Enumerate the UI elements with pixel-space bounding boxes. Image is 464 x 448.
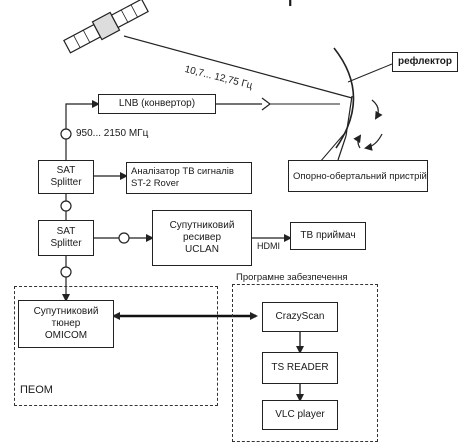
pc-group <box>14 286 218 406</box>
hdmi-label: HDMI <box>257 241 280 251</box>
pc-group-label: ПЕОМ <box>20 384 53 396</box>
tv-block: ТВ приймач <box>290 222 366 250</box>
cable-coil-icon <box>60 266 72 278</box>
mount-pointer <box>319 133 345 163</box>
dish-mount-line <box>337 135 347 161</box>
software-group <box>232 284 378 442</box>
cable-coil-icon <box>118 232 130 244</box>
lnb-splitter-link <box>65 100 100 160</box>
tuner-block: Супутниковий тюнер OMICOM <box>18 300 114 348</box>
analyzer-block: Аналізатор ТВ сигналів ST-2 Rover <box>126 162 252 194</box>
reflector-label: рефлектор <box>392 52 458 72</box>
mount-label: Опорно-обертальний пристрій <box>288 160 428 192</box>
cable-coil-icon <box>60 200 72 212</box>
cable-coil-icon <box>60 128 72 140</box>
receiver-block: Супутниковий ресивер UCLAN <box>152 210 252 266</box>
satellite-icon <box>63 0 149 54</box>
lnb-block: LNB (конвертор) <box>98 94 216 114</box>
splitter-1-block: SAT Splitter <box>38 160 94 194</box>
reflector-pointer <box>347 63 393 83</box>
vlc-block: VLC player <box>262 400 338 430</box>
dish-mount-line <box>345 95 353 137</box>
rotation-arrow-icon <box>353 99 383 151</box>
frequency-if-label: 950... 2150 МГц <box>76 128 149 139</box>
satellite-beam <box>123 35 353 99</box>
crazyscan-block: CrazyScan <box>262 302 338 332</box>
splitter-2-block: SAT Splitter <box>38 220 94 256</box>
dish-icon <box>333 47 355 149</box>
tsreader-block: TS READER <box>262 352 338 384</box>
top-mark: г <box>288 0 295 10</box>
feed-horn-icon <box>261 97 271 111</box>
software-group-label: Програмне забезпечення <box>236 272 348 283</box>
